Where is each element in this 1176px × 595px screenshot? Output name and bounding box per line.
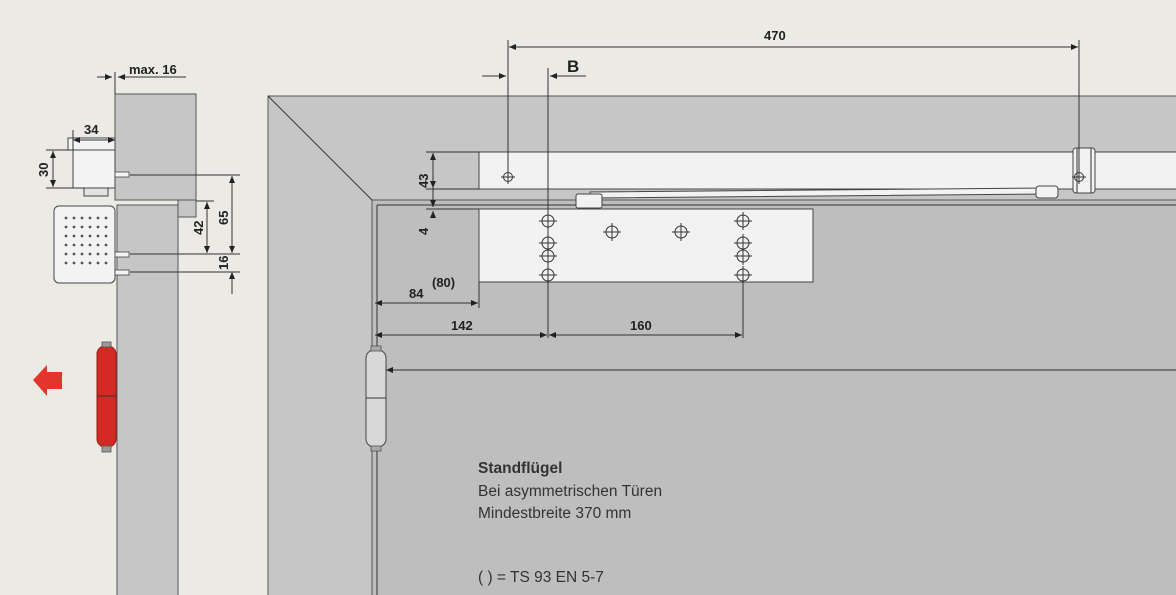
hinge-pin-bottom xyxy=(101,445,112,453)
rail-foot xyxy=(83,187,109,197)
arm-pivot xyxy=(1035,185,1059,199)
arm-mount xyxy=(575,193,603,209)
closer-screw-upper xyxy=(114,251,130,258)
dim-edge-distance-alt: (80) xyxy=(432,275,455,290)
wall-section xyxy=(114,93,197,201)
hole-r3 xyxy=(734,247,752,265)
dim-max-gap: max. 16 xyxy=(129,62,177,77)
dim-edge-distance: 84 xyxy=(409,286,424,301)
dim-closer-height: 30 xyxy=(36,163,51,177)
hinge-elev-pin-bottom xyxy=(370,445,382,452)
dim-closer-width: 34 xyxy=(84,122,99,137)
closer-body-section xyxy=(53,205,116,284)
hole-c1 xyxy=(603,223,621,241)
note-title: Standflügel xyxy=(478,460,563,477)
dim-offset-b: B xyxy=(567,57,579,76)
slide-rail xyxy=(478,151,1176,190)
section-view: max. 16 34 30 65 42 16 xyxy=(33,62,240,595)
opening-direction-arrow-icon xyxy=(33,365,62,396)
hole-c2 xyxy=(672,223,690,241)
closer-vent-pattern xyxy=(64,216,108,265)
rail-end-cap xyxy=(1072,147,1096,194)
hole-r1 xyxy=(734,212,752,230)
slide-rail-section xyxy=(72,149,116,189)
dim-bracket-offset: 42 xyxy=(191,221,206,235)
dim-hole-offset: 142 xyxy=(451,318,473,333)
hinge-pin-top xyxy=(101,341,112,348)
hinge-elev-pin-top xyxy=(370,345,382,352)
dim-top-span: 470 xyxy=(764,28,786,43)
dim-hole-spacing: 160 xyxy=(630,318,652,333)
rail-screw xyxy=(114,171,130,178)
note-legend: ( ) = TS 93 EN 5-7 xyxy=(478,569,604,586)
closer-body xyxy=(478,208,814,283)
elevation-view: 470 B 43 4 84 (80) 142 160 xyxy=(267,28,1176,595)
hole-r4 xyxy=(734,266,752,284)
dim-fixing-offset: 16 xyxy=(216,256,231,270)
dim-rail-gap: 4 xyxy=(416,227,431,235)
closer-screw-lower xyxy=(114,269,130,276)
dim-rail-height: 43 xyxy=(416,174,431,188)
frame-section xyxy=(177,199,197,218)
dim-frame-height: 65 xyxy=(216,211,231,225)
door-leaf-section xyxy=(116,204,179,595)
note-line-1: Bei asymmetrischen Türen xyxy=(478,483,663,500)
note-line-2: Mindestbreite 370 mm xyxy=(478,505,632,522)
